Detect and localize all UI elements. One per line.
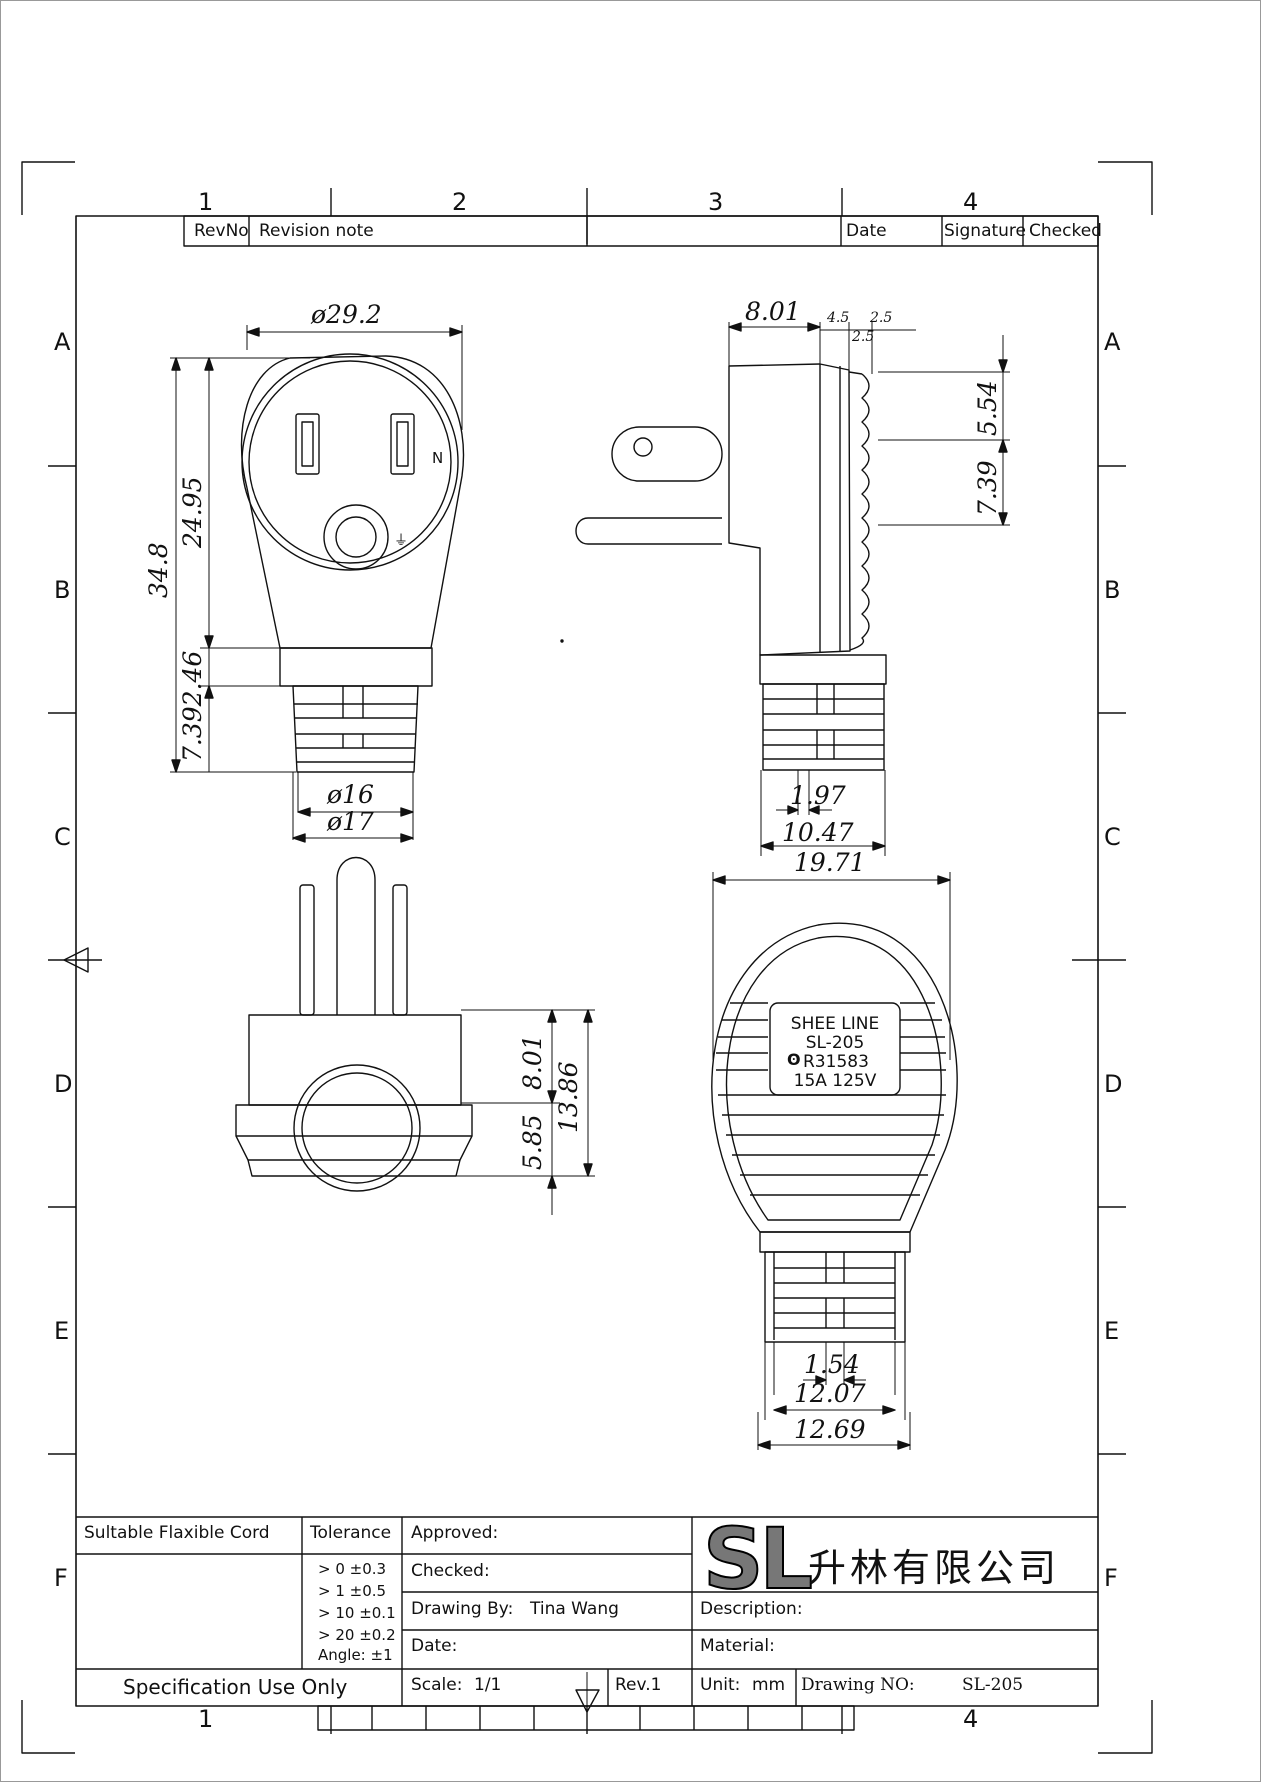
dim-front-diameter: ø29.2: [311, 300, 382, 329]
col-label-1: 1: [198, 188, 214, 216]
row-label-A: A: [54, 328, 71, 356]
col-label-bottom-4: 4: [963, 1705, 979, 1733]
tolerance-row-3: > 10 ±0.1: [318, 1604, 396, 1622]
tolerance-row-2: > 1 ±0.5: [318, 1582, 387, 1600]
dim-side-depth: 8.01: [745, 297, 801, 326]
tolerance-label: Tolerance: [310, 1523, 392, 1543]
dim-side-cord-small: 1.97: [790, 781, 846, 810]
revision-table-lines: [183, 215, 1099, 247]
signature-header: Signature: [944, 221, 1027, 241]
revision-note-header: Revision note: [259, 221, 374, 241]
col-label-2: 2: [452, 188, 468, 216]
bottom-scale-boxes: [317, 1705, 855, 1731]
dim-side-small-c: 2.5: [852, 329, 875, 345]
back-view: [711, 872, 958, 1450]
tolerance-angle: Angle: ±1: [318, 1646, 393, 1664]
dim-side-pin-upper: 5.54: [973, 380, 1002, 436]
nameplate-line-1: SHEE LINE: [790, 1014, 880, 1034]
dim-bottom-lower: 5.85: [518, 1114, 547, 1170]
col-label-4: 4: [963, 188, 979, 216]
approved-label: Approved:: [411, 1523, 499, 1543]
dim-back-cord-small: 1.54: [804, 1350, 860, 1379]
drawing-by-value: Tina Wang: [530, 1599, 619, 1619]
dim-back-cord-inner: 12.07: [794, 1379, 866, 1408]
drawing-by-label: Drawing By:: [411, 1599, 514, 1619]
row-label-C: C: [54, 823, 71, 851]
scale-label: Scale:: [411, 1675, 463, 1695]
row-label-right-D: D: [1104, 1070, 1123, 1098]
cord-label: Sultable Flaxible Cord: [84, 1523, 270, 1543]
row-label-right-C: C: [1104, 823, 1121, 851]
front-view: [170, 325, 465, 843]
row-label-F: F: [54, 1564, 68, 1592]
ground-icon: ⏚: [394, 533, 408, 549]
dim-front-height-face: 24.95: [178, 476, 207, 548]
unit-value: mm: [752, 1675, 786, 1695]
neutral-slot-mark: N: [432, 449, 444, 467]
dim-cord-inner-diameter: ø16: [327, 780, 374, 809]
material-label: Material:: [700, 1636, 775, 1656]
corner-marks: [21, 161, 1153, 1754]
company-logo: SL: [702, 1510, 814, 1608]
tolerance-row-4: > 20 ±0.2: [318, 1626, 396, 1644]
dim-bottom-upper: 8.01: [518, 1034, 547, 1090]
dim-cord-outer-diameter: ø17: [327, 807, 374, 836]
row-ticks: [48, 465, 1126, 1455]
date-label: Date:: [411, 1636, 458, 1656]
revision-label: Rev.1: [615, 1675, 662, 1695]
dim-side-cord-width: 10.47: [782, 818, 854, 847]
row-label-right-A: A: [1104, 328, 1121, 356]
row-label-right-B: B: [1104, 576, 1121, 604]
checked-label: Checked:: [411, 1561, 490, 1581]
col-label-3: 3: [708, 188, 724, 216]
nameplate-line-4: 15A 125V: [793, 1071, 877, 1091]
ul-mark-icon: ʘ: [787, 1050, 801, 1069]
dim-back-cord-outer: 12.69: [794, 1415, 866, 1444]
specification-label: Specification Use Only: [123, 1675, 348, 1699]
tolerance-row-1: > 0 ±0.3: [318, 1560, 387, 1578]
dim-front-height-total: 34.8: [144, 542, 173, 598]
dim-bottom-total: 13.86: [554, 1061, 583, 1133]
row-label-right-E: E: [1104, 1317, 1120, 1345]
description-label: Description:: [700, 1599, 803, 1619]
row-label-right-F: F: [1104, 1564, 1118, 1592]
side-view: [575, 322, 1010, 856]
scale-value: 1/1: [474, 1675, 502, 1695]
unit-label: Unit:: [700, 1675, 741, 1695]
title-block-lines: [76, 1516, 1098, 1722]
nameplate-line-2: SL-205: [805, 1033, 865, 1053]
drawing-no-value: SL-205: [962, 1675, 1024, 1695]
revision-date-header: Date: [846, 221, 887, 241]
checked-header: Checked: [1029, 221, 1102, 241]
rev-no-header: RevNo: [194, 221, 249, 241]
drawing-no-label: Drawing NO:: [801, 1675, 915, 1695]
row-label-D: D: [54, 1070, 73, 1098]
dim-front-height-lower: 7.392.46: [178, 650, 207, 762]
dim-side-small-a: 4.5: [827, 310, 850, 326]
company-name: 升林有限公司: [808, 1546, 1061, 1590]
row-label-E: E: [54, 1317, 70, 1345]
row-label-B: B: [54, 576, 71, 604]
dim-back-width: 19.71: [794, 848, 866, 877]
dim-side-pin-lower: 7.39: [973, 460, 1002, 516]
bottom-view: [235, 856, 595, 1215]
dim-side-small-b: 2.5: [870, 310, 893, 326]
col-label-bottom-1: 1: [198, 1705, 214, 1733]
nameplate-line-3: R31583: [803, 1052, 869, 1072]
